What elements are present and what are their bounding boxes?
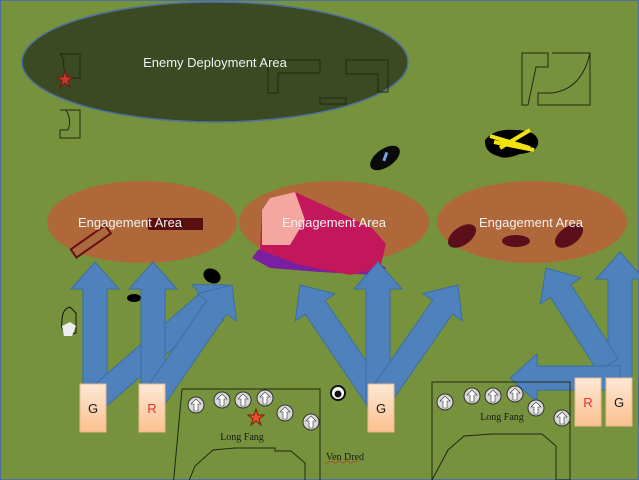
movement-arrows xyxy=(69,251,639,410)
long-fang-marine-icon xyxy=(213,391,231,409)
enemy-unit-marker xyxy=(447,224,477,248)
long-fang-marine-icon xyxy=(302,413,320,431)
enemy-terrain xyxy=(59,52,591,139)
long-fang-marine-icon xyxy=(234,391,252,409)
enemy-unit-marker xyxy=(148,218,203,230)
unit-box-g[interactable]: G xyxy=(79,383,107,433)
long-fang-left-area xyxy=(173,388,321,480)
movement-arrow xyxy=(142,284,238,408)
long-fang-marine-icon xyxy=(506,385,524,403)
enemy-unit-marker xyxy=(502,235,530,247)
unit-box-r[interactable]: R xyxy=(138,383,166,433)
unit-box-r[interactable]: R xyxy=(574,377,602,427)
long-fang-marine-icon xyxy=(276,404,294,422)
terrain-piece xyxy=(62,322,76,336)
long-fang-marine-icon xyxy=(527,399,545,417)
ven-dred-label: Ven Dred xyxy=(326,452,364,463)
unit-box-label: G xyxy=(88,401,98,416)
engagement-area-right xyxy=(437,181,627,263)
enemy-deployment-label: Enemy Deployment Area xyxy=(143,55,288,70)
unit-marker xyxy=(127,294,141,302)
movement-arrow xyxy=(367,284,463,408)
unit-box-g[interactable]: G xyxy=(605,377,633,427)
enemy-unit-marker xyxy=(69,223,113,259)
long-fang-right-label: Long Fang xyxy=(480,412,524,423)
movement-arrow xyxy=(594,251,639,394)
unit-box-label: G xyxy=(614,395,624,410)
movement-arrow xyxy=(539,267,619,373)
engagement-label-left: Engagement Area xyxy=(78,215,183,230)
long-fang-marine-icon xyxy=(484,387,502,405)
long-fang-marine-icon xyxy=(436,393,454,411)
engagement-label-center: Engagement Area xyxy=(282,215,387,230)
unit-box-label: G xyxy=(376,401,386,416)
unit-box-g[interactable]: G xyxy=(367,383,395,433)
enemy-deployment-area xyxy=(21,1,409,123)
unit-box-label: R xyxy=(147,401,156,416)
enemy-unit-marker xyxy=(554,224,584,248)
long-fang-marine-icon xyxy=(187,396,205,414)
enemy-star-icon xyxy=(55,69,75,89)
ruins-terrain xyxy=(262,192,305,245)
long-fang-right-area xyxy=(431,381,571,480)
long-fang-marine-icon xyxy=(553,409,571,427)
unit-box-label: R xyxy=(583,395,592,410)
engagement-label-right: Engagement Area xyxy=(479,215,584,230)
long-fang-left-label: Long Fang xyxy=(220,432,264,443)
hq-star-icon xyxy=(246,407,266,427)
unit-marker xyxy=(203,268,221,284)
long-fang-marine-icon xyxy=(256,389,274,407)
hazard-stripes xyxy=(489,128,535,152)
long-fang-marine-icon xyxy=(463,387,481,405)
